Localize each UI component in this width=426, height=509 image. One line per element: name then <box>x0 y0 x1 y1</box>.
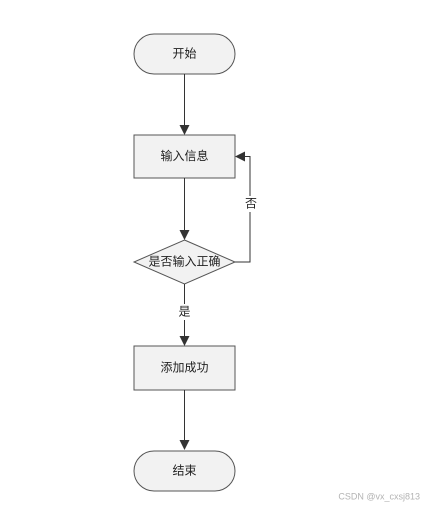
input-node: 输入信息 <box>133 134 236 179</box>
success-label: 添加成功 <box>160 361 208 375</box>
watermark-text: CSDN @vx_cxsj813 <box>338 491 420 501</box>
input-label: 输入信息 <box>160 148 208 163</box>
no-edge-label: 否 <box>245 197 257 211</box>
yes-label-bg <box>176 304 193 320</box>
end-node: 结束 <box>133 450 236 492</box>
check-node: 是否输入正确 <box>132 239 237 285</box>
success-node: 添加成功 <box>133 345 236 391</box>
end-label: 结束 <box>172 464 196 478</box>
start-label: 开始 <box>172 47 196 61</box>
yes-edge-label: 是 <box>178 305 190 319</box>
start-node: 开始 <box>133 33 236 75</box>
no-label-bg <box>243 196 259 212</box>
check-label: 是否输入正确 <box>148 254 220 269</box>
